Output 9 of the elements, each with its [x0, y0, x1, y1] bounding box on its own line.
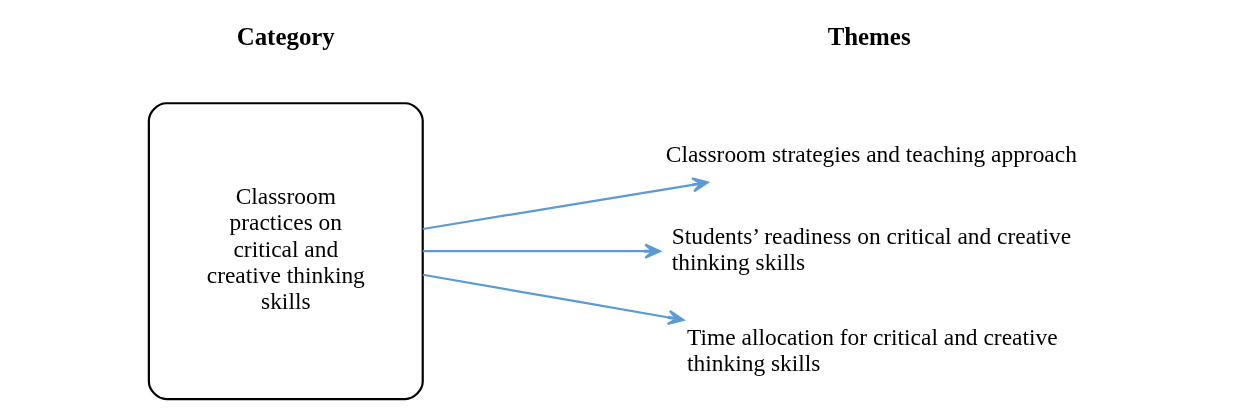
arrow	[422, 273, 685, 326]
arrow	[422, 243, 661, 259]
node-text: Students’ readiness on critical and creative thinking skills	[671, 222, 1072, 275]
label: Themes	[827, 22, 911, 50]
arrow	[422, 177, 709, 231]
label: Category	[236, 22, 335, 50]
node-text: Classroom strategies and teaching approach	[665, 140, 1077, 167]
node-box: Classroom practices on critical and creative thinking skills	[147, 102, 424, 401]
node-text: Time allocation for critical and creative thinking skills	[687, 323, 1058, 376]
